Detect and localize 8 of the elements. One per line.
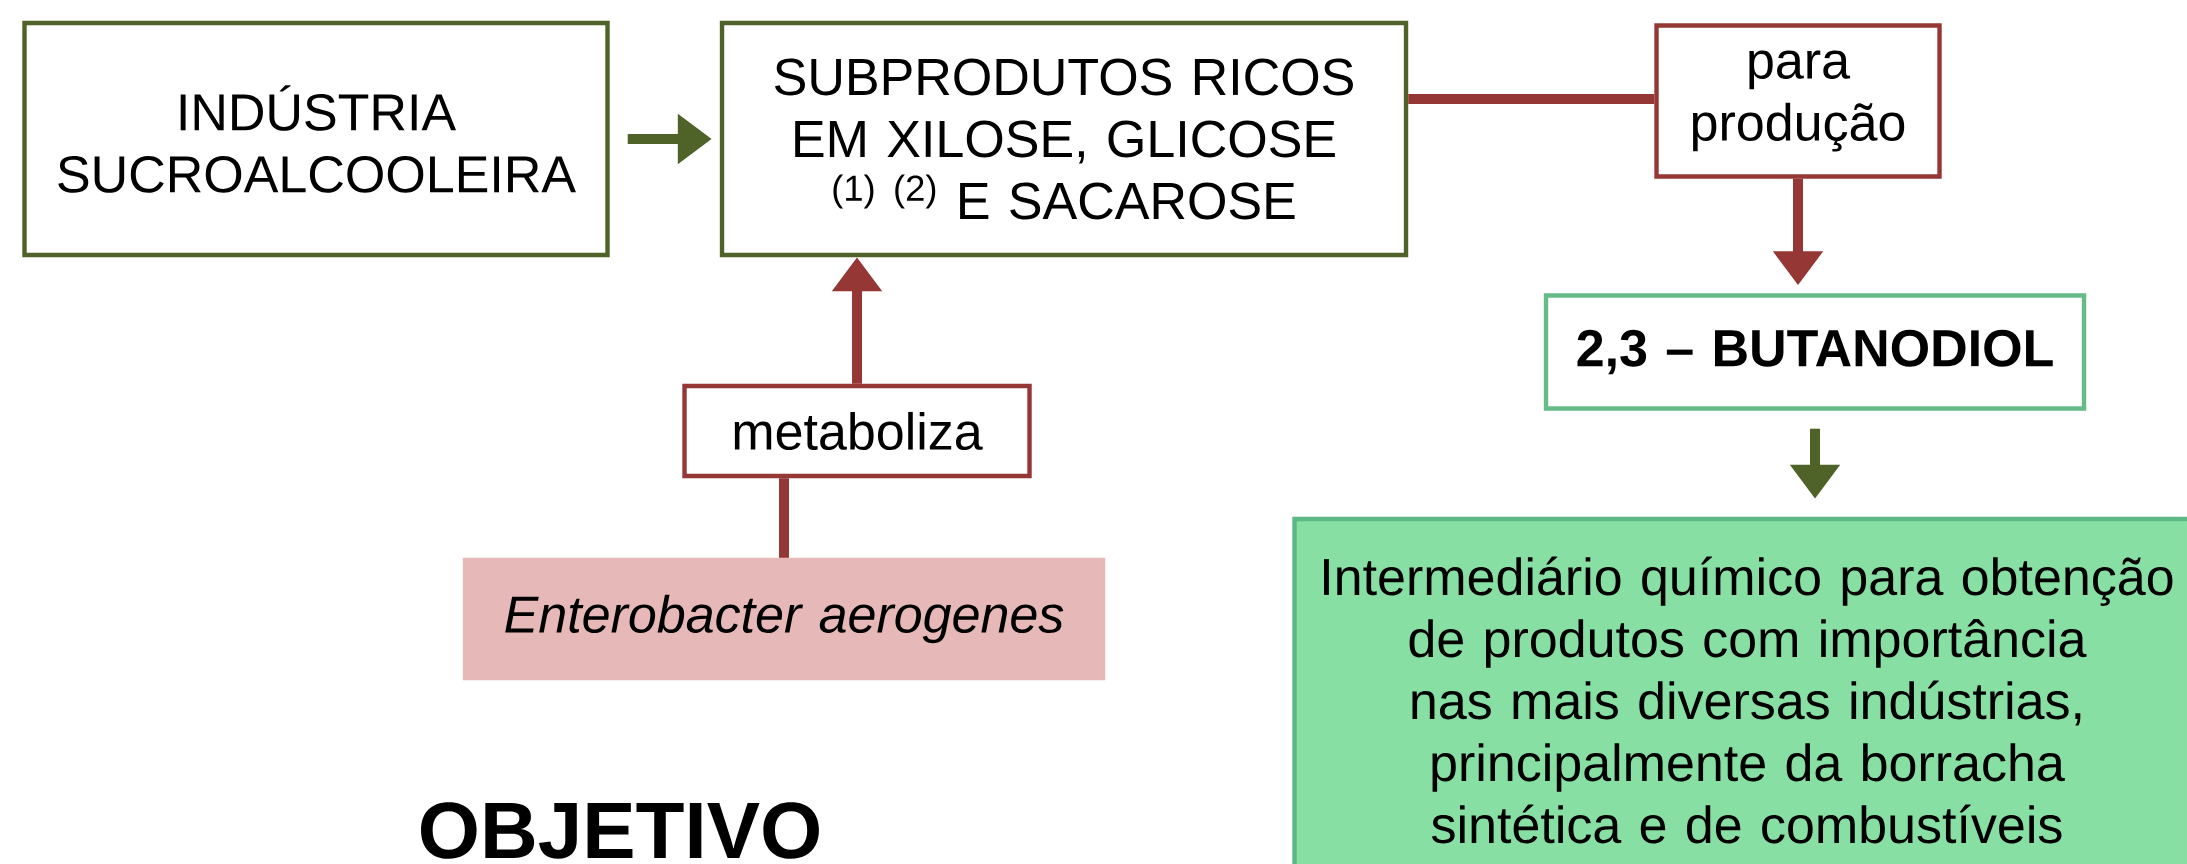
product-box: 2,3 – BUTANODIOL <box>1543 293 2087 411</box>
process-box: metaboliza <box>682 383 1032 479</box>
process-box: SUBPRODUTOS RICOS EM XILOSE, GLICOSE $^{(1) (2)}$ E SACAROSE <box>719 20 1409 258</box>
organism-box: Enterobacter aerogenes <box>462 557 1106 681</box>
process-box: para produção <box>1654 23 1942 179</box>
process-box: INDÚSTRIA SUCROALCOOLEIRA <box>22 20 610 258</box>
description-box: Intermediário químico para obtenção de produtos com importância nas mais diversas indústrias, principalmente da borracha sintética e de combustíveis <box>1292 516 2187 864</box>
heading: OBJETIVO <box>421 802 819 859</box>
